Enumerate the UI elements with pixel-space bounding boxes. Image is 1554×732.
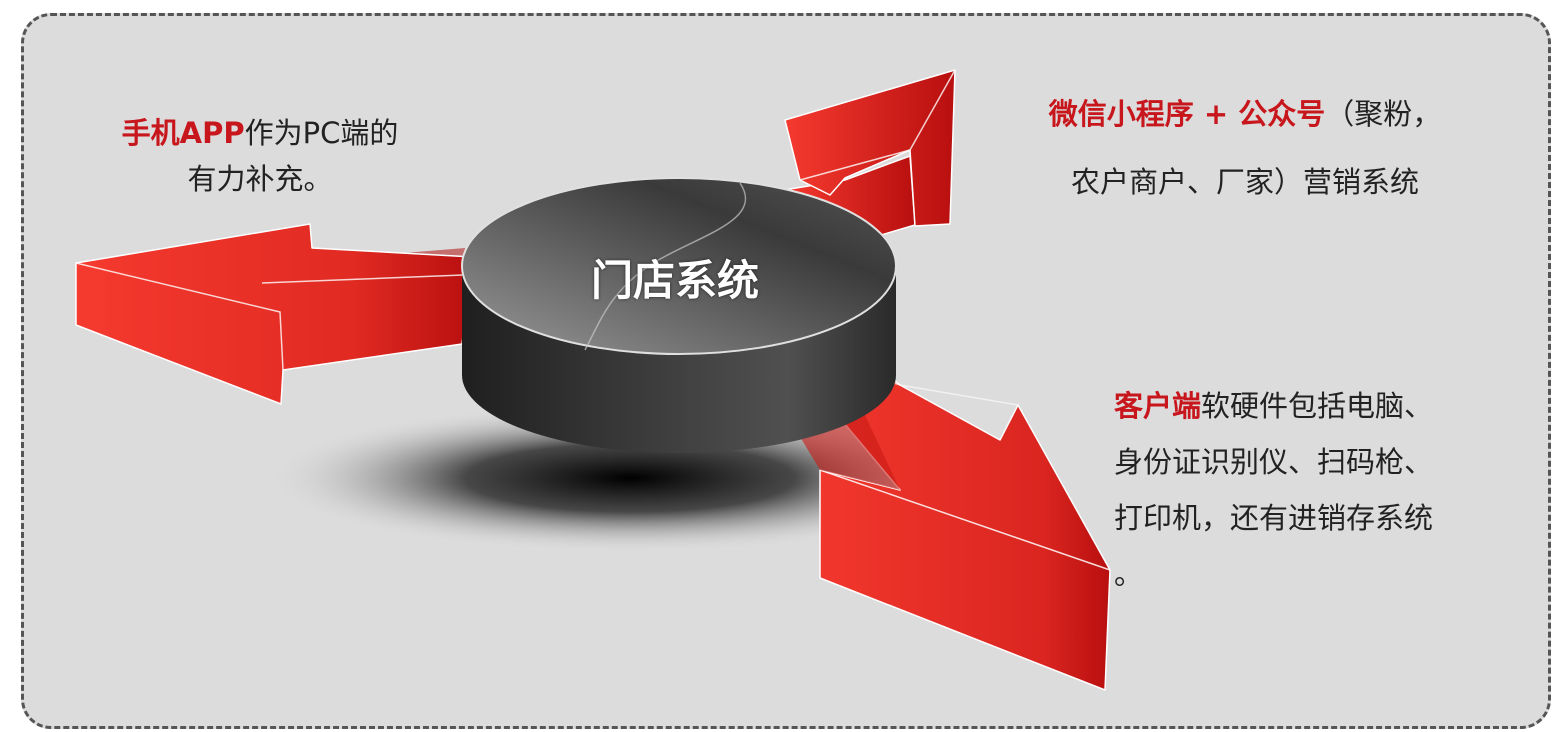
label-mobile-app-line2: 有力补充。 xyxy=(187,162,333,196)
label-wechat: 微信小程序 + 公众号（聚粉， 农户商户、厂家）营销系统 xyxy=(975,80,1515,216)
label-wechat-highlight: 微信小程序 + 公众号 xyxy=(1048,97,1326,131)
label-mobile-app-rest: 作为PC端的 xyxy=(244,116,399,150)
label-client-line3: 打印机，还有进销存系统 xyxy=(1114,501,1434,535)
label-mobile-app-line1: 手机APP作为PC端的 xyxy=(60,110,460,156)
label-client: 客户端软硬件包括电脑、 身份证识别仪、扫码枪、 打印机，还有进销存系统 。 xyxy=(1114,378,1544,602)
label-client-line2: 身份证识别仪、扫码枪、 xyxy=(1114,445,1434,479)
label-client-line4: 。 xyxy=(1114,557,1144,591)
label-mobile-app-highlight: 手机APP xyxy=(121,116,245,150)
arrow-left xyxy=(75,223,474,405)
hub-cylinder xyxy=(461,177,897,453)
label-client-highlight: 客户端 xyxy=(1114,389,1202,423)
label-wechat-line2: 农户商户、厂家）营销系统 xyxy=(1070,165,1419,199)
label-mobile-app: 手机APP作为PC端的 有力补充。 xyxy=(60,110,460,202)
label-client-rest: 软硬件包括电脑、 xyxy=(1201,389,1434,423)
label-wechat-line1: 微信小程序 + 公众号（聚粉， xyxy=(975,80,1515,148)
label-wechat-rest: （聚粉， xyxy=(1325,97,1442,131)
hub-label: 门店系统 xyxy=(590,256,759,305)
label-client-line1: 客户端软硬件包括电脑、 xyxy=(1114,378,1544,434)
